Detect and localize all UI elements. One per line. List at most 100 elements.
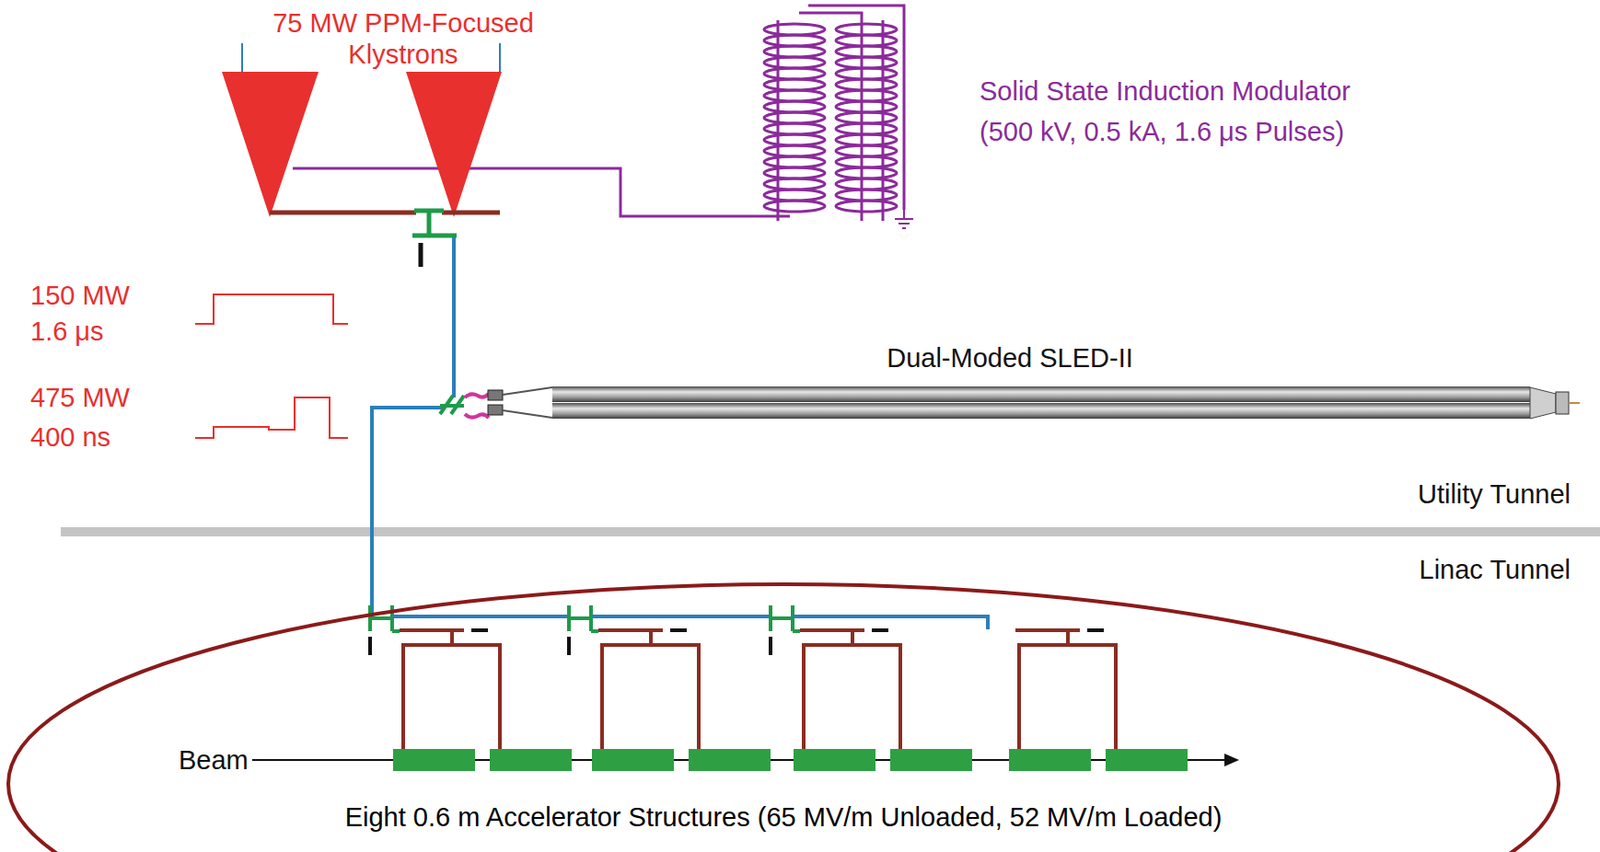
- accelerator-structure: [591, 749, 674, 772]
- load: [567, 637, 571, 656]
- taper: [487, 405, 503, 416]
- coil-winding: [764, 57, 825, 69]
- coil-winding: [764, 23, 825, 35]
- coil-winding: [764, 167, 825, 179]
- device-label: Solid State Induction Modulator: [979, 75, 1351, 107]
- coil-winding: [764, 189, 825, 201]
- feed: [403, 645, 500, 750]
- hybrid: [392, 629, 400, 634]
- region-ellipse: Eight 0.6 m Accelerator Structures (65 M…: [5, 581, 1562, 852]
- coil-winding: [764, 112, 825, 124]
- beam-arrow: [1224, 753, 1240, 767]
- combiner: [427, 210, 432, 235]
- coil-winding: [835, 134, 897, 146]
- load: [871, 628, 889, 633]
- accelerator-structure: [890, 749, 973, 772]
- klystron: [221, 71, 319, 218]
- waveguide: [985, 614, 990, 630]
- waveguide: [371, 407, 444, 619]
- load: [471, 628, 488, 633]
- klystron: [405, 71, 502, 218]
- klystron-input: [241, 43, 244, 74]
- coil-winding: [835, 68, 897, 80]
- feed: [450, 630, 454, 646]
- duration-label: 1.6 μs: [30, 315, 105, 348]
- coil-winding: [835, 34, 897, 47]
- hybrid: [770, 605, 793, 632]
- combiner: [412, 233, 457, 239]
- waveguide: [792, 614, 988, 619]
- feed: [598, 628, 663, 633]
- induction-modulator: [764, 5, 914, 229]
- feed: [399, 628, 464, 633]
- taper: [487, 390, 503, 401]
- load: [418, 243, 424, 267]
- accelerator-structure: [1008, 749, 1091, 772]
- coil-winding: [835, 178, 897, 190]
- end-cap: [1530, 387, 1556, 419]
- feed: [602, 645, 699, 750]
- region-label: Utility Tunnel: [1417, 478, 1571, 511]
- hybrid: [370, 605, 393, 632]
- coil-winding: [764, 123, 825, 135]
- feed: [850, 630, 855, 646]
- pulse-shape: [195, 397, 348, 439]
- coil-winding: [764, 90, 825, 102]
- output-waveguide: [269, 210, 417, 216]
- waveguide: [591, 614, 773, 619]
- coil-winding: [835, 23, 897, 35]
- coil-winding: [835, 57, 897, 69]
- feed: [800, 628, 865, 633]
- hybrid: [568, 605, 592, 632]
- load: [768, 637, 773, 656]
- feed: [1019, 645, 1116, 750]
- coil-winding: [835, 46, 897, 58]
- coil-winding: [835, 123, 897, 135]
- coil-winding: [835, 189, 897, 201]
- feed: [1015, 628, 1080, 633]
- rf-distribution: [370, 605, 1188, 772]
- tunnel-wall: [60, 527, 1600, 537]
- coil-winding: [764, 68, 825, 80]
- waveguide: [452, 237, 456, 398]
- end-cap: [1555, 392, 1569, 415]
- load: [670, 628, 687, 633]
- delay-line: [552, 386, 1531, 403]
- feed: [1066, 630, 1070, 646]
- klystron-input: [498, 43, 501, 74]
- coil-winding: [835, 200, 897, 212]
- sled-hybrid: [440, 395, 464, 415]
- waveguide: [392, 614, 571, 619]
- region-label: Linac Tunnel: [1419, 554, 1571, 586]
- coil-winding: [764, 145, 825, 157]
- coil-winding: [764, 34, 825, 47]
- coil-winding: [764, 79, 825, 91]
- power-label: 150 MW: [30, 279, 130, 312]
- load: [368, 637, 372, 656]
- duration-label: 400 ns: [30, 421, 111, 453]
- pulse-shape: [195, 294, 348, 325]
- accelerator-structure: [489, 749, 572, 772]
- coil-winding: [835, 145, 897, 157]
- coil-winding: [835, 90, 897, 102]
- coil-winding: [764, 156, 825, 168]
- coil-winding: [764, 46, 825, 58]
- coil-winding: [764, 134, 825, 146]
- caption-text: Eight 0.6 m Accelerator Structures (65 M…: [5, 802, 1562, 834]
- coil-winding: [835, 101, 897, 113]
- device-label: 75 MW PPM-Focused Klystrons: [228, 7, 579, 70]
- coil-winding: [835, 167, 897, 179]
- accelerator-structure: [688, 749, 771, 772]
- load: [1087, 628, 1104, 633]
- delay-line: [552, 403, 1531, 419]
- hybrid: [591, 629, 599, 634]
- device-label: Dual-Moded SLED-II: [886, 342, 1134, 374]
- mode-converter: [464, 394, 489, 418]
- beam-label: Beam: [174, 744, 253, 777]
- coil-winding: [835, 156, 897, 168]
- coil-winding: [764, 101, 825, 113]
- spec-label: (500 kV, 0.5 kA, 1.6 μs Pulses): [979, 115, 1345, 148]
- coil-winding: [835, 112, 897, 124]
- accelerator-structure: [1105, 749, 1188, 772]
